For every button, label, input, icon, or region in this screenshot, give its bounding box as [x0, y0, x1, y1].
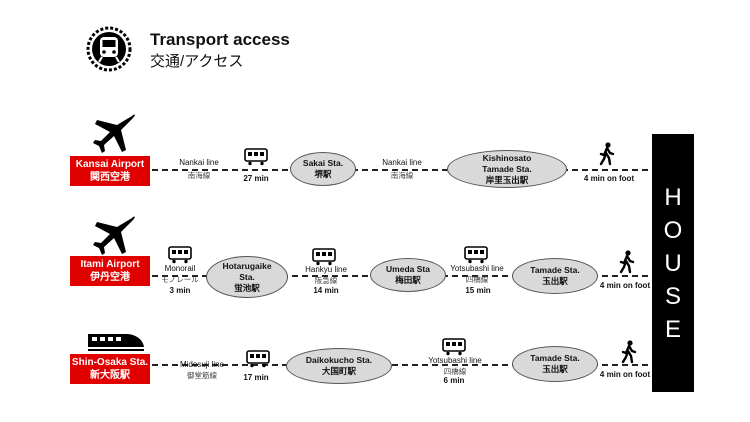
- line-label: Nankai line: [382, 158, 422, 167]
- station-name: Tamade Sta.: [530, 265, 580, 275]
- walk-time: 4 min on foot: [599, 281, 651, 290]
- origin-itami-airport: Itami Airport 伊丹空港: [70, 256, 150, 286]
- station-name: Hotarugaike Sta.: [222, 260, 272, 282]
- station-umeda: Umeda Sta 梅田駅: [370, 258, 446, 292]
- station-name-jp: 堺駅: [314, 169, 332, 179]
- bullet-train-icon: [86, 330, 146, 357]
- station-tamade: Tamade Sta. 玉出駅: [512, 346, 598, 382]
- line-label: Yotsubashi line: [428, 356, 482, 365]
- line-label: Yotsubashi line: [450, 264, 504, 273]
- station-name: Tamade Sta.: [530, 353, 580, 363]
- airplane-icon: [92, 214, 136, 261]
- station-kishinosato-tamade: Kishinosato Tamade Sta. 岸里玉出駅: [447, 150, 567, 188]
- station-tamade: Tamade Sta. 玉出駅: [512, 258, 598, 294]
- line-label-jp: 南海線: [187, 171, 211, 180]
- travel-time: 6 min: [443, 376, 465, 385]
- train-icon: [312, 248, 336, 271]
- line-label-jp: 御堂筋線: [187, 371, 217, 380]
- line-label-jp: 南海線: [390, 171, 414, 180]
- station-name-jp: 梅田駅: [395, 275, 421, 285]
- station-name: Daikokucho Sta.: [305, 355, 373, 365]
- line-label-jp: 阪急線: [314, 276, 338, 285]
- travel-time: 27 min: [243, 174, 269, 183]
- airplane-icon: [92, 112, 136, 159]
- travel-time: 14 min: [313, 286, 339, 295]
- station-name: Kishinosato Tamade Sta.: [482, 152, 532, 174]
- line-label-jp: モノレール: [161, 275, 199, 284]
- origin-shin-osaka: Shin-Osaka Sta. 新大阪駅: [70, 354, 150, 384]
- origin-name-en: Shin-Osaka Sta.: [71, 357, 149, 368]
- page-title: Transport access: [150, 30, 290, 49]
- header-train-icon: [86, 26, 132, 72]
- house-letter: H: [664, 183, 682, 211]
- line-label: Monorail: [164, 264, 196, 273]
- station-hotarugaike: Hotarugaike Sta. 蛍池駅: [206, 256, 288, 298]
- station-name-jp: 玉出駅: [542, 364, 568, 374]
- walking-person-icon: [620, 340, 638, 369]
- station-name-jp: 岸里玉出駅: [485, 174, 529, 185]
- origin-kansai-airport: Kansai Airport 関西空港: [70, 156, 150, 186]
- origin-name-jp: 関西空港: [90, 172, 130, 183]
- house-letter: O: [663, 216, 683, 244]
- walk-time: 4 min on foot: [583, 174, 635, 183]
- train-icon: [442, 338, 466, 361]
- train-icon: [464, 246, 488, 269]
- origin-name-en: Itami Airport: [80, 259, 140, 270]
- travel-time: 15 min: [465, 286, 491, 295]
- origin-name-jp: 伊丹空港: [90, 272, 130, 283]
- line-label: Hankyu line: [305, 265, 347, 274]
- line-label-jp: 四橋線: [443, 367, 467, 376]
- station-daikokucho: Daikokucho Sta. 大国町駅: [286, 348, 392, 384]
- page-subtitle: 交通/アクセス: [150, 53, 244, 70]
- station-name-jp: 玉出駅: [542, 276, 568, 286]
- travel-time: 17 min: [243, 373, 269, 382]
- origin-name-jp: 新大阪駅: [90, 370, 130, 381]
- station-sakai: Sakai Sta. 堺駅: [290, 152, 356, 186]
- house-destination: H O U S E: [652, 134, 694, 392]
- walk-time: 4 min on foot: [599, 370, 651, 379]
- train-icon: [168, 246, 192, 269]
- travel-time: 3 min: [169, 286, 191, 295]
- origin-name-en: Kansai Airport: [75, 159, 145, 170]
- station-name-jp: 蛍池駅: [234, 282, 260, 293]
- house-letter: E: [664, 315, 681, 343]
- line-label: Midosuji line: [179, 360, 225, 369]
- station-name: Sakai Sta.: [302, 158, 344, 168]
- house-letter: S: [664, 282, 681, 310]
- station-name-jp: 大国町駅: [321, 366, 356, 376]
- walking-person-icon: [598, 142, 616, 171]
- station-name: Umeda Sta: [386, 264, 430, 274]
- train-icon: [246, 350, 270, 373]
- house-letter: U: [664, 249, 682, 277]
- line-label: Nankai line: [179, 158, 219, 167]
- walking-person-icon: [618, 250, 636, 279]
- train-icon: [244, 148, 268, 171]
- line-label-jp: 四橋線: [465, 275, 489, 284]
